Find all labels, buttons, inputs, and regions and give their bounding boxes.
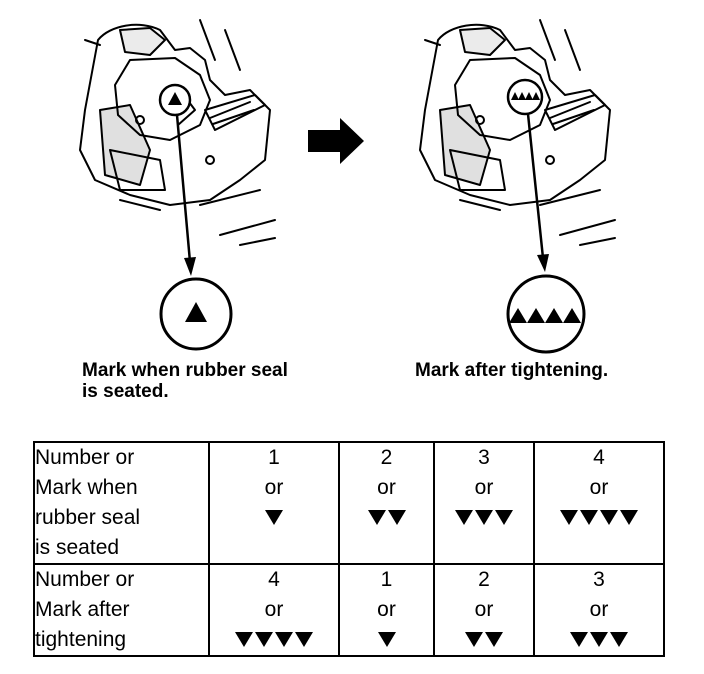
oil-filter-illustration [79,19,616,354]
mark-or: or [589,598,609,621]
table-row: Number or Mark when rubber seal is seated 1 o… [33,441,665,565]
row-label-line: Number or [35,568,135,591]
triangle-mark-icon [485,632,503,647]
engine-sketch-after [419,19,616,246]
triangle-mark-icon [367,510,386,525]
triangle-marks [535,625,663,655]
mark-or: or [377,598,396,621]
mark-cell: 4 or [208,563,340,657]
triangle-marks [535,503,663,533]
triangle-marks [340,625,433,655]
table-row: Number or Mark after tightening 4 or 1 or 2 or 3 o… [33,563,665,657]
row-label-line: Mark when [35,476,138,499]
engine-sketch-before [79,19,276,246]
mark-table: Number or Mark when rubber seal is seated 1 o… [33,441,665,657]
row-label-line: Mark after [35,598,130,621]
mark-cell: 1 or [208,441,340,565]
caption-seated: Mark when rubber seal is seated. [82,360,342,402]
mark-or: or [474,476,494,499]
triangle-mark-icon [275,632,293,647]
mark-number: 4 [593,446,605,469]
triangle-marks [210,625,338,655]
triangle-mark-icon [610,632,628,647]
triangle-mark-icon [387,510,406,525]
mark-or: or [474,598,494,621]
enlarged-mark-after [506,274,586,354]
mark-number: 4 [268,568,280,591]
triangle-mark-icon [495,510,513,525]
triangle-marks [210,503,338,533]
caption-after: Mark after tightening. [415,360,695,381]
pointer-arrow-before [175,113,196,276]
triangle-mark-icon [255,632,273,647]
triangle-mark-icon [265,510,283,525]
mark-table-body: Number or Mark when rubber seal is seated 1 o… [33,441,665,657]
triangle-mark-icon [235,632,253,647]
row-label: Number or Mark when rubber seal is seated [33,441,210,565]
mark-cell: 2 or [433,563,535,657]
triangle-mark-icon [580,510,598,525]
triangle-mark-icon [475,510,493,525]
triangle-mark-icon [455,510,473,525]
mark-or: or [377,476,396,499]
mark-callout-before [158,83,192,117]
mark-number: 1 [380,568,393,591]
caption-seated-text: Mark when rubber seal is seated. [82,360,288,402]
mark-cell: 3 or [433,441,535,565]
mark-number: 2 [380,446,393,469]
row-label-line: tightening [35,628,127,651]
mark-or: or [589,476,609,499]
row-label-line: rubber seal [35,506,141,529]
triangle-mark-icon [600,510,618,525]
triangle-marks [435,503,533,533]
transition-arrow-icon [308,118,364,164]
triangle-marks [435,625,533,655]
mark-number: 1 [268,446,280,469]
mark-cell: 3 or [533,563,665,657]
triangle-mark-icon [620,510,638,525]
pointer-arrow-after [526,112,549,272]
triangle-mark-icon [465,632,483,647]
triangle-mark-icon [570,632,588,647]
row-label-line: Number or [35,446,135,469]
mark-number: 3 [478,446,490,469]
triangle-mark-icon [560,510,578,525]
mark-number: 3 [593,568,605,591]
triangle-marks [340,503,433,533]
row-label-line: is seated [35,536,120,559]
row-label: Number or Mark after tightening [33,563,210,657]
mark-or: or [264,598,284,621]
triangle-mark-icon [295,632,313,647]
mark-cell: 1 or [338,563,435,657]
triangle-mark-icon [590,632,608,647]
mark-cell: 2 or [338,441,435,565]
triangle-mark-icon [377,632,396,647]
mark-cell: 4 or [533,441,665,565]
enlarged-mark-before [159,277,233,351]
mark-or: or [264,476,284,499]
mark-callout-after [506,78,544,116]
mark-number: 2 [478,568,490,591]
caption-after-text: Mark after tightening. [415,360,609,381]
